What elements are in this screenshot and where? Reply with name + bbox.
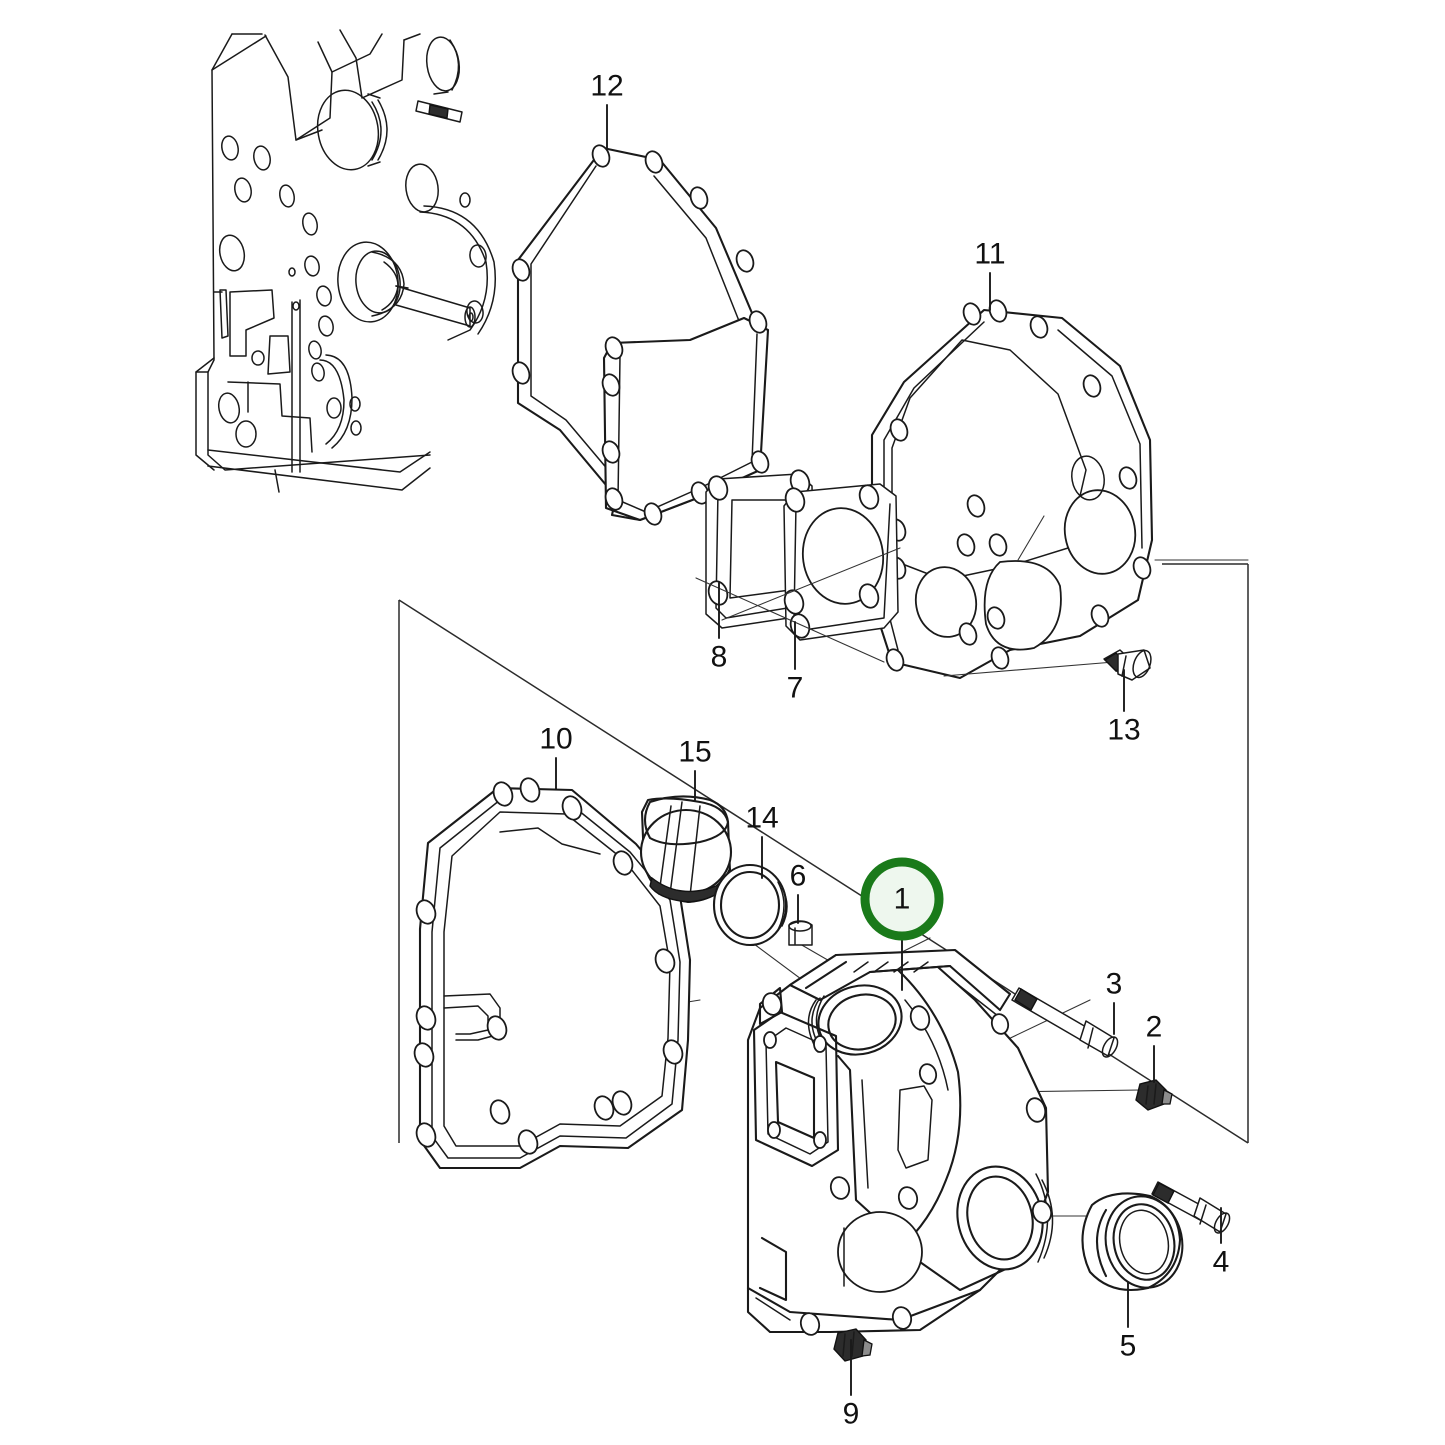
- callout-12[interactable]: 12: [590, 70, 624, 149]
- callout-number-5: 5: [1120, 1330, 1137, 1363]
- callout-9[interactable]: 9: [843, 1339, 860, 1431]
- callout-number-4: 4: [1213, 1246, 1230, 1279]
- callout-number-14: 14: [745, 802, 778, 835]
- callout-number-12: 12: [590, 70, 623, 103]
- part-6-dowel-pin: [788, 920, 813, 946]
- part-1-gear-case-cover: [746, 948, 1054, 1336]
- callout-8[interactable]: 8: [711, 582, 728, 674]
- engine-block-reference: [195, 29, 497, 493]
- callout-number-9: 9: [843, 1398, 860, 1431]
- block-stud: [415, 100, 463, 123]
- callout-11[interactable]: 11: [974, 238, 1006, 311]
- callout-4[interactable]: 4: [1213, 1207, 1230, 1279]
- part-5-oil-seal: [1081, 1192, 1184, 1292]
- callout-number-6: 6: [790, 860, 807, 893]
- part-14-o-ring: [712, 863, 788, 947]
- callout-number-8: 8: [711, 641, 728, 674]
- callout-number-1: 1: [894, 883, 911, 916]
- callout-1[interactable]: 1: [860, 857, 944, 991]
- callout-7[interactable]: 7: [787, 621, 804, 705]
- part-7-small-gasket: [783, 483, 899, 641]
- callout-6[interactable]: 6: [790, 860, 807, 924]
- callout-number-2: 2: [1146, 1011, 1163, 1044]
- part-9-bottom-bolt: [833, 1328, 873, 1362]
- callout-3[interactable]: 3: [1106, 968, 1123, 1035]
- callout-number-7: 7: [787, 672, 804, 705]
- callout-10[interactable]: 10: [539, 723, 573, 790]
- highlight-ring-1: [860, 857, 944, 941]
- callout-number-13: 13: [1107, 714, 1140, 747]
- callout-5[interactable]: 5: [1120, 1281, 1137, 1363]
- callout-2[interactable]: 2: [1146, 1011, 1163, 1083]
- callout-number-11: 11: [974, 238, 1005, 271]
- callout-15[interactable]: 15: [678, 736, 712, 801]
- part-4-medium-bolt: [1151, 1181, 1231, 1234]
- part-11-plate-gasket: [870, 299, 1154, 680]
- callout-13[interactable]: 13: [1107, 669, 1141, 747]
- part-13-plate-bolt: [1103, 649, 1152, 681]
- part-2-short-bolt: [1135, 1079, 1173, 1111]
- part-10-cover-gasket: [413, 777, 692, 1170]
- callout-number-3: 3: [1106, 968, 1123, 1001]
- part-15-oil-filler-cap: [639, 795, 733, 904]
- callout-number-15: 15: [678, 736, 711, 769]
- part-12-upper-gasket: [511, 144, 770, 526]
- part-3-long-bolt: [1011, 987, 1119, 1058]
- callout-14[interactable]: 14: [745, 802, 779, 879]
- callout-number-10: 10: [539, 723, 572, 756]
